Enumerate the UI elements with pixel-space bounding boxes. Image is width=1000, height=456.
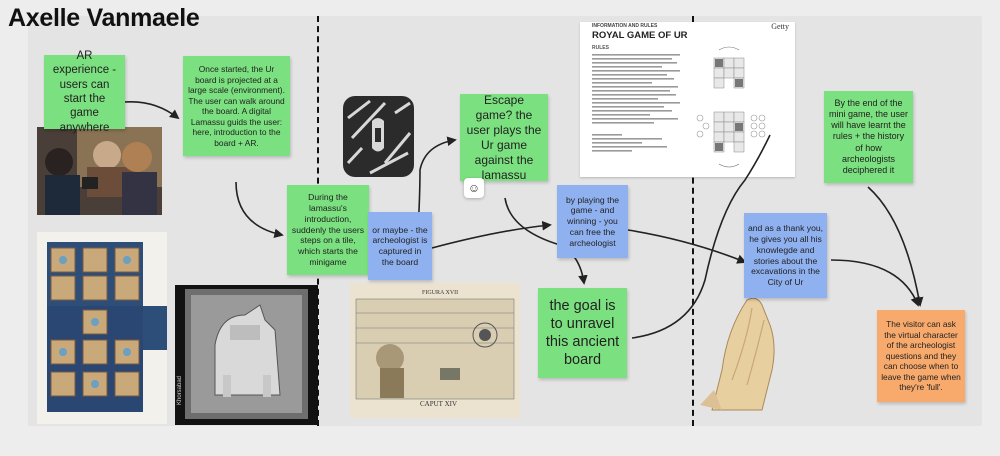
svg-text:Khorsabad: Khorsabad xyxy=(177,376,183,405)
sticky-end-of-minigame[interactable]: By the end of the mini game, the user wi… xyxy=(824,91,913,183)
engraving-image[interactable]: FIGURA XVII CAPUT XIV xyxy=(350,283,520,418)
sticky-text: By the end of the mini game, the user wi… xyxy=(828,97,909,176)
sticky-the-visitor[interactable]: The visitor can ask the virtual characte… xyxy=(877,310,965,402)
sticky-text: Once started, the Ur board is projected … xyxy=(188,64,285,148)
praying-hands-image[interactable] xyxy=(692,290,792,415)
rules-label: RULES xyxy=(592,45,609,51)
reaction-add-icon[interactable]: ☺ xyxy=(464,178,484,198)
tsuba-photo[interactable] xyxy=(340,93,417,180)
sticky-text: The visitor can ask the virtual characte… xyxy=(881,319,961,393)
sticky-text: During the lamassu's introduction, sudde… xyxy=(291,192,365,267)
ur-board-photo[interactable] xyxy=(37,232,167,424)
svg-text:CAPUT XIV: CAPUT XIV xyxy=(420,400,457,408)
sticky-text: the goal is to unravel this ancient boar… xyxy=(545,297,620,369)
rules-diagram xyxy=(696,46,766,168)
sticky-escape-game[interactable]: Escape game? the user plays the Ur game … xyxy=(460,92,548,182)
board-title: Axelle Vanmaele xyxy=(8,4,200,32)
ar-photo[interactable] xyxy=(37,127,162,215)
sticky-text: or maybe - the archeologist is captured … xyxy=(372,224,428,267)
sticky-as-a-thank-you[interactable]: and as a thank you, he gives you all his… xyxy=(744,213,827,298)
sticky-ar-experience[interactable]: AR experience - users can start the game… xyxy=(44,50,125,134)
sticky-once-started[interactable]: Once started, the Ur board is projected … xyxy=(183,56,290,156)
sticky-the-goal[interactable]: the goal is to unravel this ancient boar… xyxy=(538,288,627,378)
sticky-or-maybe[interactable]: or maybe - the archeologist is captured … xyxy=(368,212,432,280)
sticky-text: AR experience - users can start the game… xyxy=(52,49,117,134)
rules-text-lines xyxy=(592,54,680,152)
lamassu-photo[interactable]: Khorsabad xyxy=(175,285,318,425)
rules-card[interactable]: INFORMATION AND RULES Getty ROYAL GAME O… xyxy=(580,22,795,177)
rules-heading: INFORMATION AND RULES xyxy=(592,23,658,29)
sticky-text: Escape game? the user plays the Ur game … xyxy=(466,92,542,182)
sticky-by-playing[interactable]: by playing the game - and winning - you … xyxy=(557,185,628,258)
rules-title: ROYAL GAME OF UR xyxy=(592,30,688,41)
sticky-text: and as a thank you, he gives you all his… xyxy=(748,223,824,287)
rules-brand: Getty xyxy=(771,22,789,31)
sticky-during-intro[interactable]: During the lamassu's introduction, sudde… xyxy=(287,185,369,275)
engraving-figura: FIGURA XVII xyxy=(422,290,458,296)
sticky-text: by playing the game - and winning - you … xyxy=(565,194,620,248)
